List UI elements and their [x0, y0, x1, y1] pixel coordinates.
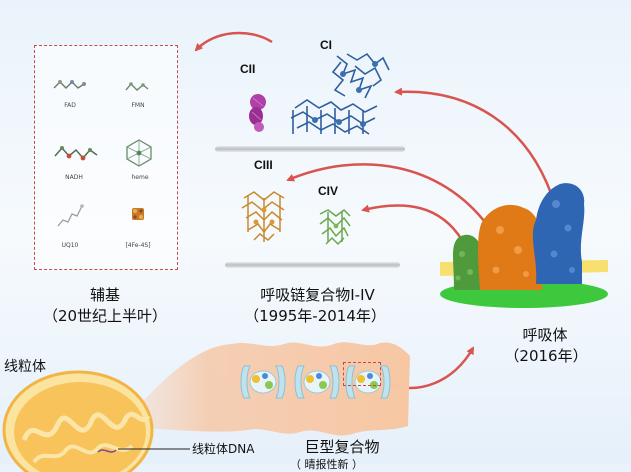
- arrow-respirasome-to-civ: [361, 204, 464, 241]
- nadh-structure-icon: [54, 146, 98, 161]
- cofactor-label-fmn: FMN: [131, 102, 145, 109]
- complexes-upper-shelf: [215, 146, 405, 152]
- civ-structure-icon: [319, 209, 351, 246]
- arrow-complexes-to-cofactors: [194, 31, 273, 52]
- arrow-respirasome-to-ci: [394, 87, 557, 206]
- mtdna-label: 线粒体DNA: [192, 442, 255, 456]
- cofactor-label-fe4s4: [4Fe-4S]: [125, 242, 151, 249]
- cofactor-period: （20世纪上半叶）: [42, 307, 168, 325]
- cii-structure-icon: [249, 94, 266, 132]
- label-ciii: CIII: [254, 158, 273, 172]
- cofactor-label-uq10: UQ10: [61, 242, 79, 249]
- label-ci: CI: [320, 38, 332, 52]
- cofactor-label-heme: heme: [131, 174, 149, 181]
- cofactor-label-fad: FAD: [64, 102, 76, 109]
- cofactor-label-nadh: NADH: [65, 174, 83, 181]
- megacomplex-unit-2: [294, 365, 340, 399]
- mtdna-pointer-line: [118, 448, 190, 450]
- fmn-structure-icon: [125, 82, 149, 91]
- respirasome-structure-icon: [440, 183, 608, 308]
- uq10-structure-icon: [57, 204, 84, 227]
- complexes-period: （1995年-2014年）: [244, 307, 386, 325]
- label-cii: CII: [240, 62, 256, 76]
- heme-structure-icon: [126, 139, 152, 167]
- megacomplex-title: 巨型复合物: [304, 438, 380, 456]
- complexes-lower-shelf: [225, 262, 400, 268]
- iron-sulfur-cluster-icon: [132, 208, 144, 220]
- ciii-structure-icon: [241, 191, 285, 242]
- cofactor-panel: [34, 45, 178, 270]
- complexes-title: 呼吸链复合物I-IV: [260, 286, 375, 304]
- respirasome-period: （2016年）: [504, 347, 588, 365]
- respirasome-title: 呼吸体: [522, 326, 568, 344]
- arrow-respirasome-to-ciii: [286, 163, 489, 227]
- megacomplex-highlight-box: [343, 362, 381, 386]
- label-civ: CIV: [318, 184, 339, 198]
- ci-structure-icon: [290, 52, 390, 135]
- megacomplex-partial-text: （ 晴报性新 ）: [290, 458, 363, 471]
- mitochondria-icon: [2, 370, 154, 472]
- mitochondria-title: 线粒体: [4, 359, 46, 375]
- megacomplex-unit-1: [240, 365, 286, 399]
- fad-structure-icon: [53, 80, 86, 89]
- cofactor-title: 辅基: [89, 286, 120, 304]
